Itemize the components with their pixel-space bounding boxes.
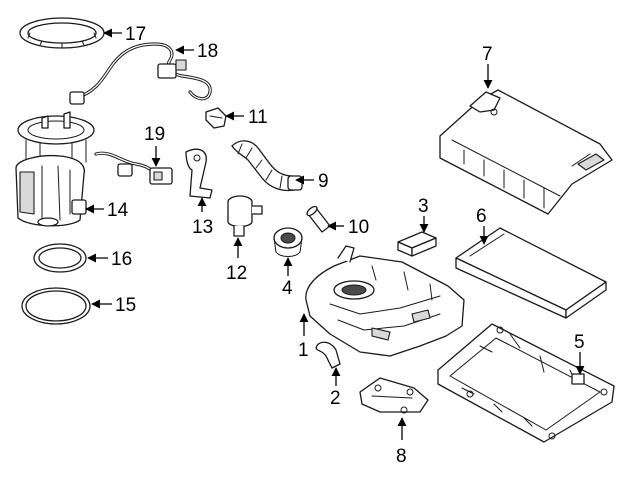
callout-label-16: 16 (111, 249, 132, 270)
callout-11: 11 (225, 107, 268, 128)
callout-6: 6 (476, 206, 489, 245)
part-7-cover[interactable] (439, 89, 613, 215)
callout-label-3: 3 (418, 196, 429, 217)
part-16-seal-ring[interactable] (33, 243, 87, 273)
part-15-gasket[interactable] (21, 287, 91, 325)
callout-12: 12 (226, 237, 247, 284)
part-5-skid-plate[interactable] (437, 323, 615, 443)
callout-label-6: 6 (476, 206, 487, 227)
callout-label-1: 1 (298, 340, 309, 361)
callout-label-2: 2 (330, 388, 341, 409)
callout-label-14: 14 (107, 200, 129, 221)
part-9-filler-hose[interactable] (231, 140, 303, 192)
part-19-harness-connector[interactable] (94, 151, 173, 185)
part-2-hose[interactable] (315, 341, 341, 369)
callout-4: 4 (282, 257, 293, 299)
part-18-wiring-harness[interactable] (69, 42, 212, 105)
callout-15: 15 (91, 295, 136, 316)
callout-label-18: 18 (197, 41, 218, 62)
callout-17: 17 (103, 24, 146, 45)
callout-7: 7 (482, 44, 493, 89)
part-12-valve[interactable] (227, 195, 263, 237)
part-6-heat-shield[interactable] (455, 227, 607, 319)
callout-3: 3 (418, 196, 429, 233)
callout-9: 9 (295, 171, 329, 192)
callout-label-15: 15 (115, 295, 136, 316)
part-8-bracket-plate[interactable] (359, 377, 429, 414)
callout-label-13: 13 (192, 217, 213, 238)
callout-13: 13 (192, 197, 213, 238)
callout-label-4: 4 (282, 278, 293, 299)
part-4-retainer[interactable] (273, 227, 303, 257)
callout-label-12: 12 (226, 263, 247, 284)
part-13-bracket[interactable] (185, 148, 213, 199)
callout-10: 10 (327, 217, 369, 238)
callout-label-10: 10 (348, 217, 369, 238)
callout-14: 14 (85, 200, 129, 221)
callout-16: 16 (87, 249, 132, 270)
part-1-fuel-tank[interactable] (305, 245, 465, 357)
part-14-fuel-pump-module[interactable] (15, 111, 95, 227)
callout-8: 8 (396, 417, 407, 467)
callout-5: 5 (574, 332, 585, 375)
part-10-vent-valve[interactable] (305, 205, 331, 233)
callout-label-8: 8 (396, 446, 407, 467)
callout-label-17: 17 (125, 24, 146, 45)
callout-label-11: 11 (248, 107, 268, 128)
part-11-clip[interactable] (205, 107, 227, 129)
part-3-filter[interactable] (397, 231, 437, 257)
callout-label-19: 19 (144, 124, 165, 145)
callout-label-9: 9 (318, 171, 329, 192)
callout-label-5: 5 (574, 332, 585, 353)
callout-2: 2 (330, 367, 341, 409)
callout-19: 19 (144, 124, 165, 167)
callout-label-7: 7 (482, 44, 493, 65)
part-17-lock-ring[interactable] (19, 17, 105, 49)
callout-1: 1 (298, 313, 309, 361)
callout-18: 18 (175, 41, 218, 62)
